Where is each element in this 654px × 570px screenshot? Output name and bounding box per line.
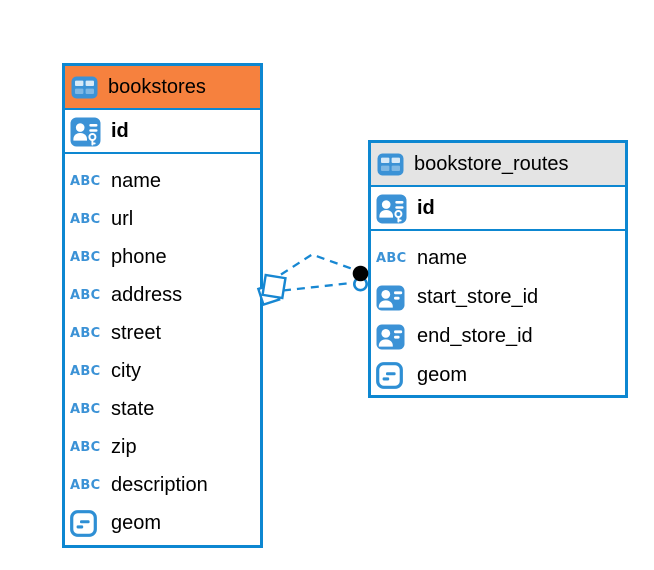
text-type-icon: ABC [70,287,101,303]
text-type-icon: ABC [70,477,101,493]
column-row-phone[interactable]: ABC phone [70,238,260,276]
column-name: url [111,207,134,230]
pk-column-name: id [417,197,435,219]
column-row-name[interactable]: ABC name [70,162,260,200]
table-title: bookstores [108,76,206,98]
column-name: phone [111,245,167,268]
column-name: address [111,283,183,306]
column-row-zip[interactable]: ABC zip [70,428,260,466]
primary-key-user-icon [376,194,409,224]
column-row-url[interactable]: ABC url [70,200,260,238]
dot-and-ring-marker [352,265,369,292]
table-bookstores[interactable]: bookstores id ABC name [62,63,263,548]
text-type-icon: ABC [70,249,101,265]
column-name: city [111,359,141,382]
text-type-icon: ABC [70,401,101,417]
column-row-state[interactable]: ABC state [70,390,260,428]
column-row-end-store-id[interactable]: end_store_id [376,317,625,356]
pk-row-bookstores[interactable]: id [65,110,260,154]
foreign-key-user-icon [376,324,409,350]
text-type-icon: ABC [70,211,101,227]
primary-key-user-icon [70,117,103,147]
column-row-city[interactable]: ABC city [70,352,260,390]
text-type-icon: ABC [70,439,101,455]
geometry-type-icon [70,509,103,537]
pk-column-name: id [111,120,129,142]
column-name: street [111,321,162,344]
relationship-line-lower[interactable] [282,281,352,292]
table-header-bookstores[interactable]: bookstores [65,66,260,110]
column-row-address[interactable]: ABC address [70,276,260,314]
column-name: geom [111,511,162,534]
table-header-bookstore-routes[interactable]: bookstore_routes [371,143,625,187]
column-list-bookstore-routes: ABC name start_store_id [371,231,625,395]
column-name: zip [111,435,137,458]
pk-row-bookstore-routes[interactable]: id [371,187,625,231]
column-row-geom[interactable]: geom [70,504,260,542]
column-row-geom[interactable]: geom [376,356,625,395]
column-row-description[interactable]: ABC description [70,466,260,504]
stacked-cards-marker [256,273,287,307]
column-name: state [111,397,155,420]
column-row-street[interactable]: ABC street [70,314,260,352]
text-type-icon: ABC [376,251,407,266]
column-name: geom [417,364,468,386]
text-type-icon: ABC [70,325,101,341]
column-row-start-store-id[interactable]: start_store_id [376,278,625,317]
relationship-connector[interactable] [250,238,375,308]
table-icon [71,76,98,98]
geometry-type-icon [376,362,409,389]
column-name: description [111,473,208,496]
column-row-name[interactable]: ABC name [376,239,625,278]
column-list-bookstores: ABC name ABC url ABC phone ABC address A… [65,154,260,542]
relationship-line-upper[interactable] [280,253,355,276]
text-type-icon: ABC [70,173,101,189]
text-type-icon: ABC [70,363,101,379]
column-name: end_store_id [417,325,533,347]
column-name: name [111,169,162,192]
table-icon [377,153,404,175]
table-title: bookstore_routes [414,153,569,175]
column-name: name [417,247,468,269]
table-bookstore-routes[interactable]: bookstore_routes id ABC name [368,140,628,398]
column-name: start_store_id [417,286,539,308]
foreign-key-user-icon [376,285,409,311]
